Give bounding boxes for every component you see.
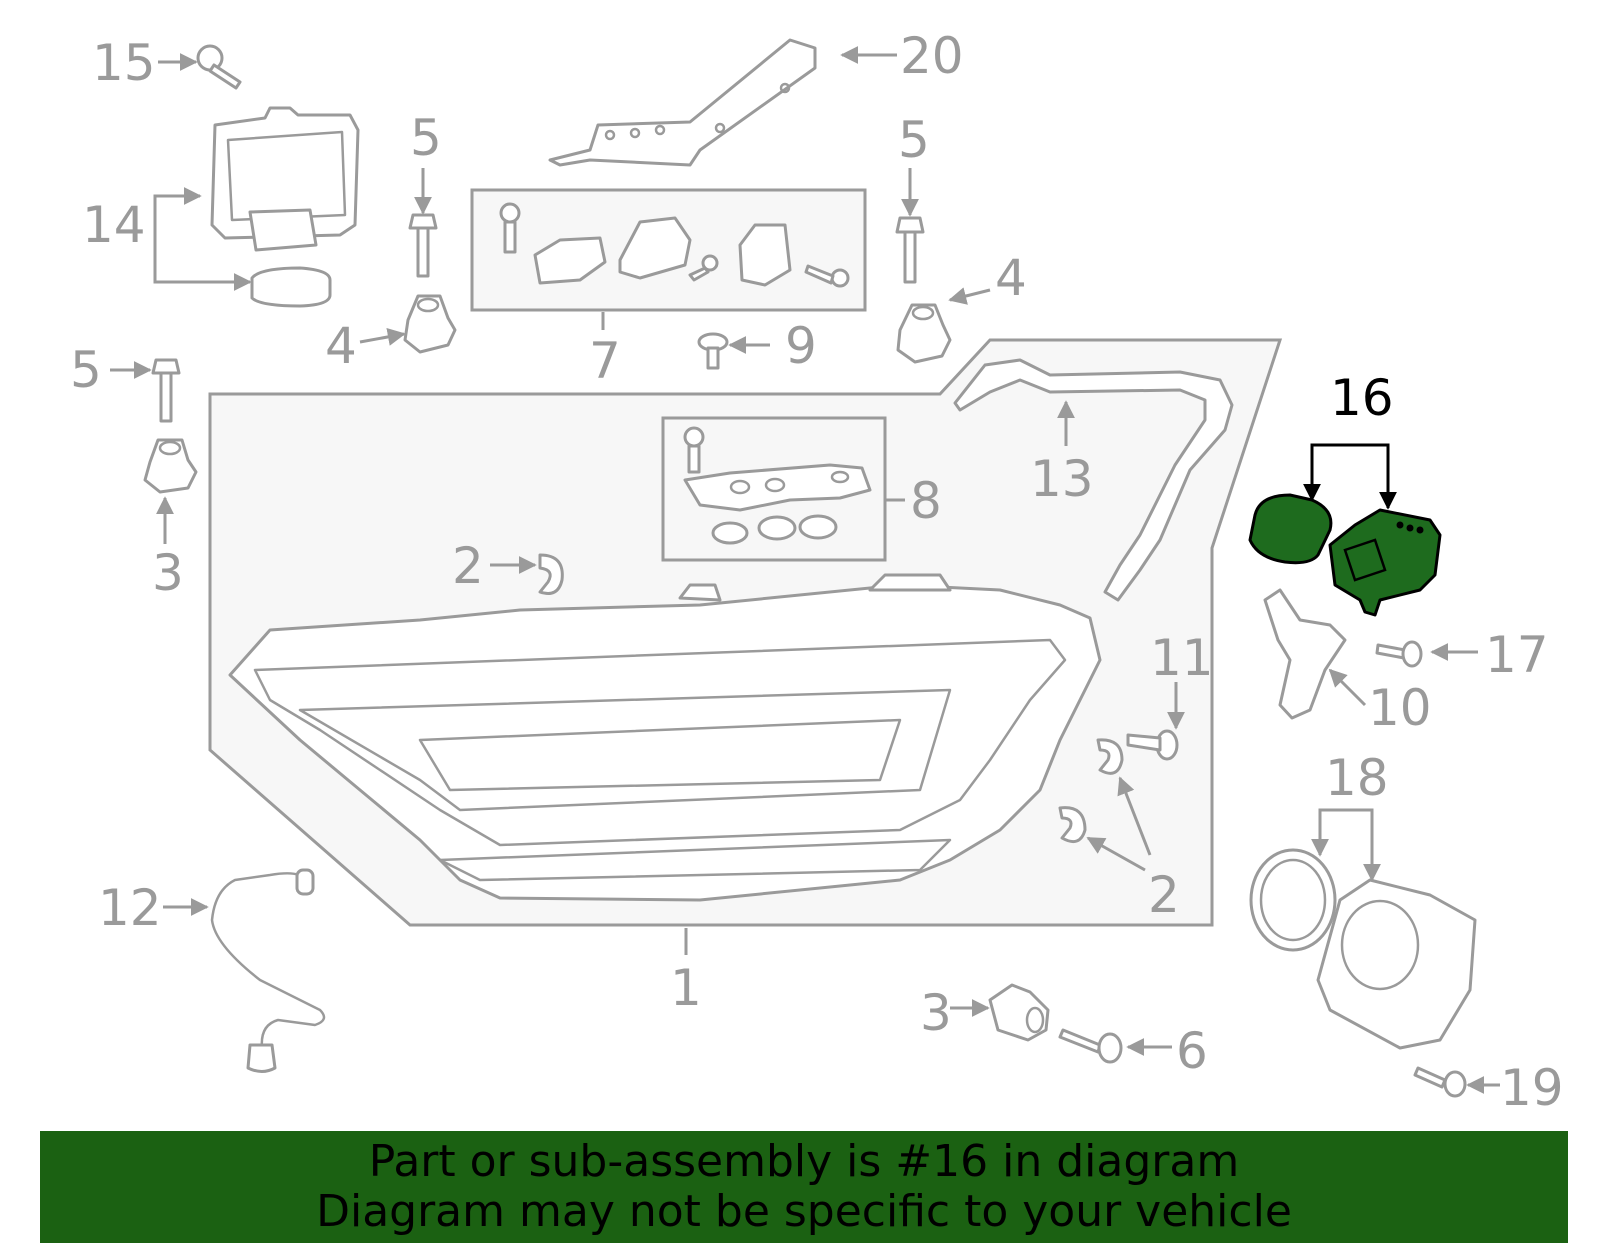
upper-bracket-part-20 bbox=[548, 38, 817, 167]
leader-lines bbox=[110, 46, 1500, 1094]
screw-part-17 bbox=[1375, 640, 1423, 668]
clip-part-2-b bbox=[1096, 738, 1124, 775]
callout-19: 19 bbox=[1500, 1059, 1564, 1117]
callout-10: 10 bbox=[1368, 679, 1432, 737]
callout-9: 9 bbox=[785, 317, 817, 375]
callout-20: 20 bbox=[900, 27, 964, 85]
callout-6: 6 bbox=[1176, 1022, 1208, 1080]
gasket-part-16 bbox=[1248, 493, 1333, 565]
lamp-module-part-18 bbox=[1249, 848, 1477, 1050]
bolt-part-6 bbox=[1058, 1028, 1123, 1064]
clip-part-2-a bbox=[538, 553, 564, 595]
callout-17: 17 bbox=[1485, 626, 1549, 684]
callout-2-a: 2 bbox=[452, 537, 484, 595]
callout-11: 11 bbox=[1150, 629, 1214, 687]
callout-13: 13 bbox=[1030, 450, 1094, 508]
callout-12: 12 bbox=[98, 879, 162, 937]
callout-4-b: 4 bbox=[995, 249, 1027, 307]
callout-3-a: 3 bbox=[152, 544, 184, 602]
callout-18: 18 bbox=[1325, 749, 1389, 807]
callout-5-b: 5 bbox=[898, 111, 930, 169]
bolt-part-5-c bbox=[151, 358, 181, 423]
screw-part-19 bbox=[1413, 1066, 1467, 1098]
clip-part-3-a bbox=[143, 438, 198, 494]
banner-line-1: Part or sub-assembly is #16 in diagram bbox=[368, 1136, 1240, 1187]
callout-16: 16 bbox=[1330, 369, 1394, 427]
control-unit-part-16 bbox=[1328, 508, 1442, 617]
screw-part-9 bbox=[697, 332, 729, 370]
clip-part-3-b bbox=[988, 983, 1050, 1042]
callout-3-b: 3 bbox=[920, 984, 952, 1042]
callout-1: 1 bbox=[670, 959, 702, 1017]
callout-5-c: 5 bbox=[70, 341, 102, 399]
screw-part-15 bbox=[196, 44, 242, 90]
callout-14: 14 bbox=[82, 196, 146, 254]
callout-2-b: 2 bbox=[1148, 866, 1180, 924]
callout-8: 8 bbox=[910, 472, 942, 530]
clip-part-2-c bbox=[1058, 806, 1087, 844]
control-module-part-14 bbox=[210, 106, 360, 308]
screw-part-11 bbox=[1126, 729, 1179, 761]
headlamp-housing-part-1 bbox=[228, 573, 1102, 902]
bolt-part-5-a bbox=[408, 213, 438, 278]
banner-line-2: Diagram may not be specific to your vehi… bbox=[316, 1186, 1292, 1237]
callout-5-a: 5 bbox=[410, 109, 442, 167]
bolt-part-5-b bbox=[895, 216, 925, 284]
callout-15: 15 bbox=[92, 34, 156, 92]
highlighted-part-16 bbox=[1248, 493, 1442, 617]
bracket-kit-part-8-contents bbox=[683, 426, 872, 545]
clip-part-4-b bbox=[896, 303, 952, 364]
callout-numbers: 15 20 14 5 5 5 4 4 7 9 8 13 3 2 11 2 12 … bbox=[70, 27, 1564, 1117]
seal-strip-part-13 bbox=[953, 358, 1234, 602]
bracket-part-10 bbox=[1263, 588, 1347, 720]
wiring-harness-part-12 bbox=[210, 868, 326, 1073]
clip-part-4-a bbox=[403, 294, 457, 354]
bracket-kit-part-7-contents bbox=[499, 202, 850, 288]
callout-7: 7 bbox=[589, 332, 621, 390]
callout-4-a: 4 bbox=[325, 317, 357, 375]
info-banner: Part or sub-assembly is #16 in diagram D… bbox=[40, 1131, 1568, 1243]
